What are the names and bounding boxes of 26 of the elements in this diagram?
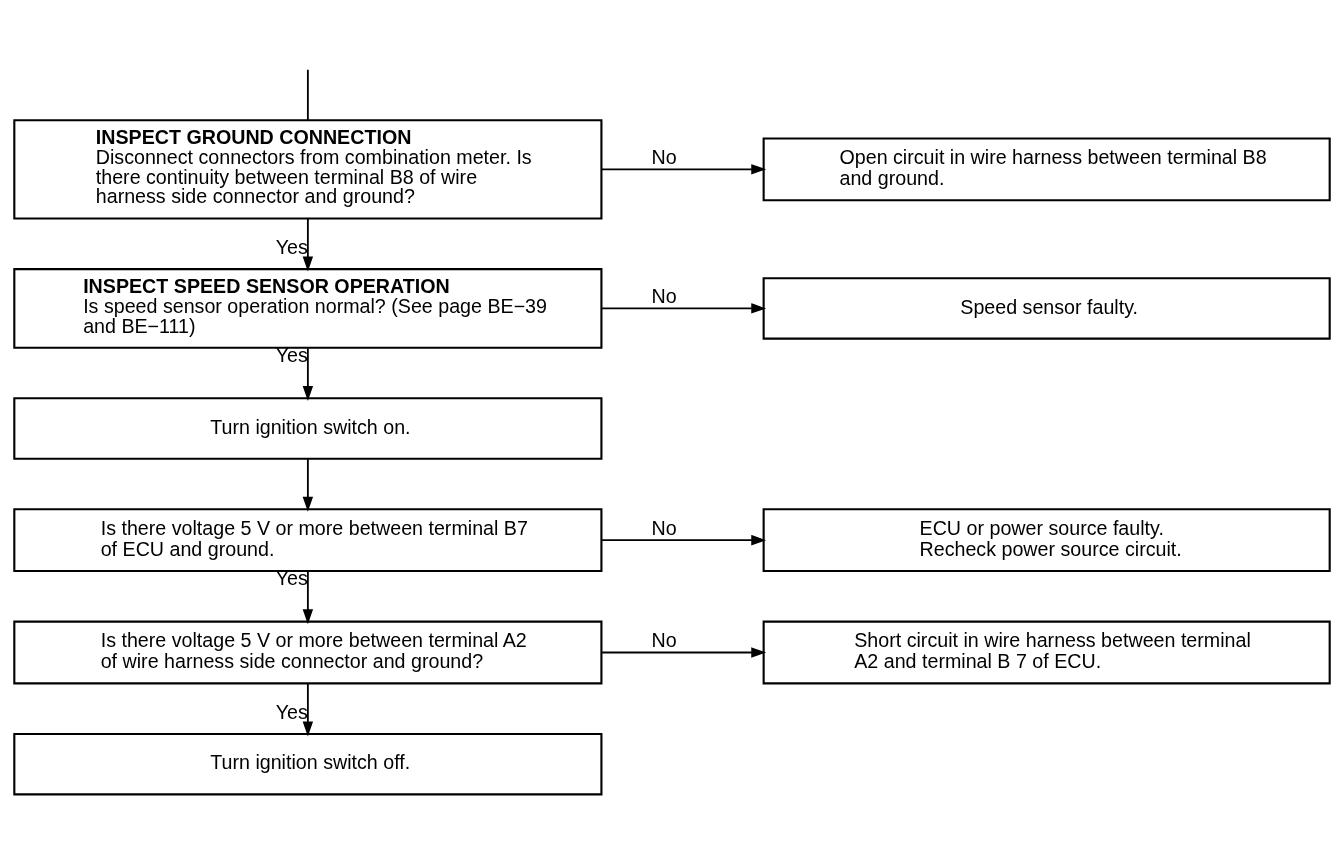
arrow (302, 347, 314, 401)
arrow (600, 164, 767, 175)
arrow (600, 534, 767, 546)
arrow (600, 647, 767, 658)
arrow (302, 217, 314, 272)
edge-label: Yes (275, 235, 308, 258)
node-box: ECU or power source faulty. Recheck power source circuit. (762, 508, 1331, 573)
edge-label: No (651, 285, 677, 308)
arrow (302, 682, 314, 737)
edge-label: No (651, 629, 677, 652)
node-box: Open circuit in wire harness between terminal B8 and ground. (762, 137, 1331, 202)
node-box: Speed sensor faulty. (762, 277, 1331, 340)
connector (306, 68, 309, 121)
node-box: INSPECT GROUND CONNECTION Disconnect connectors from combination meter. Is there continuity between terminal B8 of wire harness side connector and ground? (13, 119, 603, 220)
node-box: INSPECT SPEED SENSOR OPERATION Is speed sensor operation normal? (See page BE−39 and BE−111) (13, 268, 603, 349)
node-box: Is there voltage 5 V or more between terminal A2 of wire harness side connector and ground? (13, 620, 603, 685)
node-box: Turn ignition switch on. (13, 397, 603, 460)
node-box: Is there voltage 5 V or more between terminal B7 of ECU and ground. (13, 508, 603, 573)
arrow (600, 303, 767, 314)
node-box: Short circuit in wire harness between terminal A2 and terminal B 7 of ECU. (762, 620, 1331, 685)
arrow (302, 458, 314, 512)
arrow (302, 570, 314, 625)
edge-label: No (651, 146, 677, 169)
edge-label: No (651, 516, 677, 539)
node-box: Turn ignition switch off. (13, 732, 603, 796)
edge-label: Yes (275, 700, 308, 723)
